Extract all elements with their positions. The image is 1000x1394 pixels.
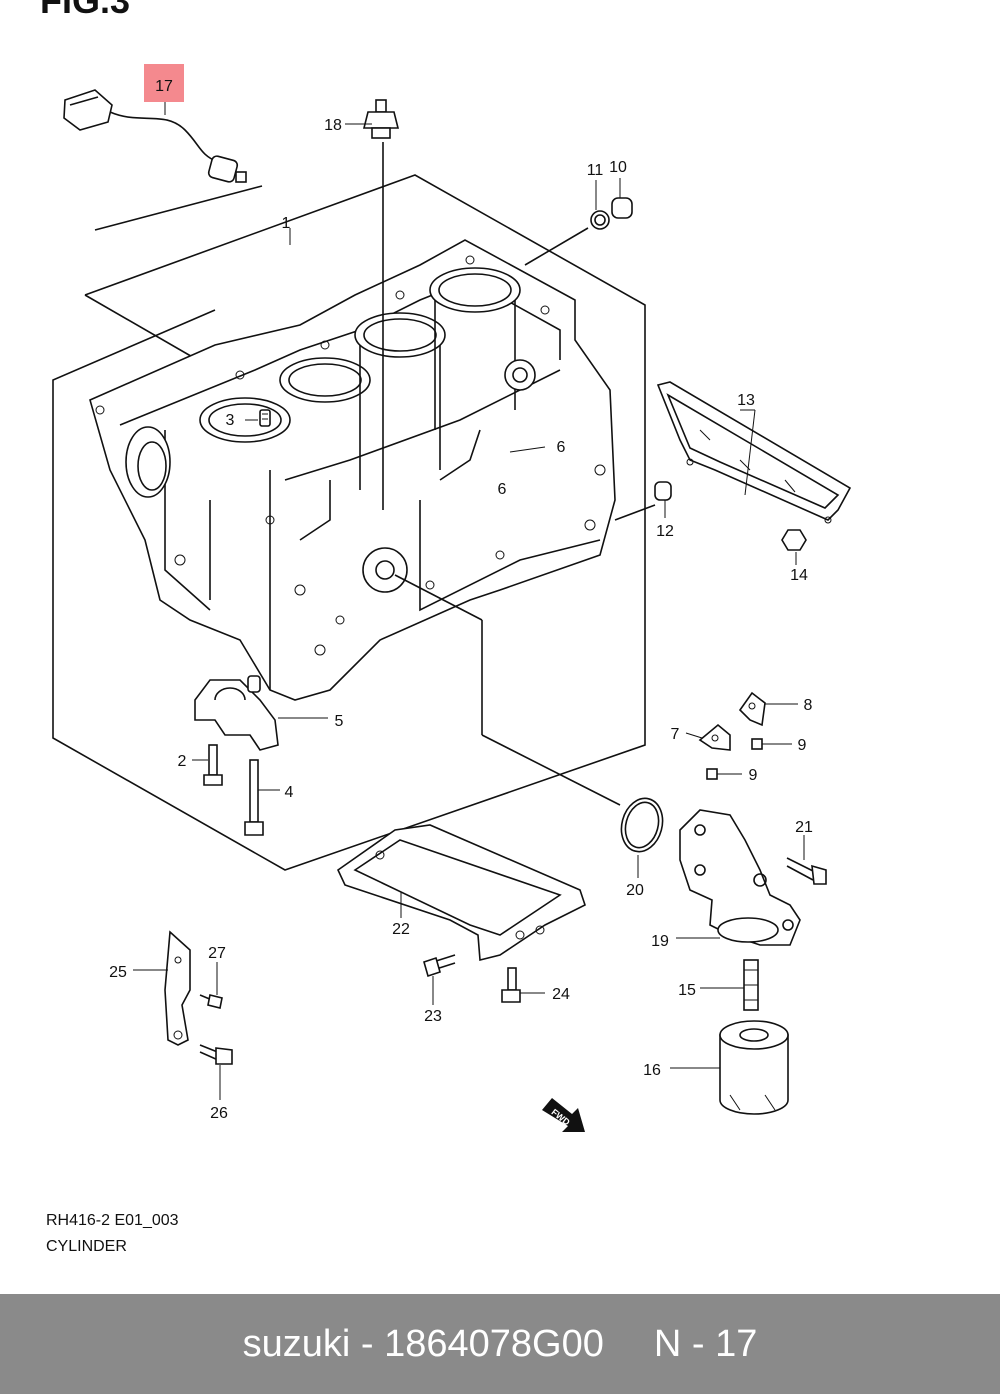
diagram-code: RH416-2 E01_003 [46,1212,179,1229]
callout-17-highlight [144,64,184,102]
part-15-stud [743,959,759,1011]
callout-6-lower: 6 [498,481,507,498]
callout-2: 2 [178,753,187,770]
part-26-bolt [199,1044,233,1065]
callout-15: 15 [678,982,696,999]
callout-8: 8 [804,697,813,714]
callout-22: 22 [392,921,410,938]
part-20-o-ring [394,574,664,853]
callout-20: 20 [626,882,644,899]
part-16-oil-filter [719,1020,789,1115]
leader-lines [133,98,805,1100]
callout-10: 10 [609,159,627,176]
part-24-bolt [501,967,521,1003]
part-18-oil-pressure-switch [362,99,400,510]
callout-6-upper: 6 [557,439,566,456]
callout-18: 18 [324,117,342,134]
callout-27: 27 [208,945,226,962]
callout-13: 13 [737,392,755,409]
callout-1: 1 [282,215,291,232]
callout-12: 12 [656,523,674,540]
part-13-cover-gasket [656,381,852,524]
part-8-bracket [738,691,766,727]
footer-part-number: suzuki - 1864078G00 [242,1322,604,1365]
diagram-name: CYLINDER [46,1238,127,1255]
part-27-bolt [199,994,223,1009]
part-12-dowel [614,481,672,521]
part-14-bolt [781,529,807,551]
callout-24: 24 [552,986,570,1003]
cylinder-block [89,239,616,701]
callout-5: 5 [335,713,344,730]
callout-17: 17 [155,78,173,95]
part-21-bolt [786,857,827,885]
footer-bar: suzuki - 1864078G00 N - 17 [0,1294,1000,1394]
part-3-stud [259,409,271,427]
part-22-lower-crankcase [336,824,586,962]
callout-11: 11 [587,162,604,179]
callout-7: 7 [671,726,680,743]
part-17-knock-sensor [63,89,263,231]
footer-reference: N - 17 [653,1322,758,1365]
callout-21: 21 [795,819,813,836]
part-23-bolt [423,954,456,978]
part-10-11-plug-gasket [524,197,633,266]
part-4-bolt [244,759,264,836]
figure-title: FIG.3 [40,0,131,21]
callout-9-upper: 9 [798,737,807,754]
part-5-bearing-cap [194,675,279,751]
callout-3: 3 [226,412,235,429]
callout-labels: 1 2 3 4 5 6 6 7 8 9 9 10 11 12 13 14 15 … [109,78,813,1122]
part-19-oil-filter-stand [679,809,801,946]
callout-23: 23 [424,1008,442,1025]
callout-4: 4 [285,784,294,801]
callout-9-lower: 9 [749,767,758,784]
part-25-bracket [164,930,191,1046]
callout-19: 19 [651,933,669,950]
callout-26: 26 [210,1105,228,1122]
callout-14: 14 [790,567,808,584]
callout-16: 16 [643,1062,661,1079]
part-7-bracket [698,723,731,751]
callout-25: 25 [109,964,127,981]
fwd-arrow-icon: FWD [542,1098,585,1132]
exploded-parts-diagram: FWD 1 2 3 4 [52,64,852,1132]
part-2-bolt [203,744,223,786]
